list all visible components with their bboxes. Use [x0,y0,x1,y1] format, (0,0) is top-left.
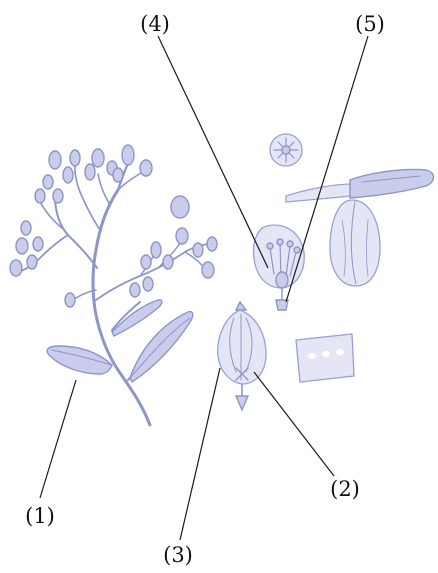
leader-line-1 [40,380,76,498]
callout-label-4: (4) [140,12,170,36]
callout-label-3: (3) [163,543,193,567]
fruit-capsule [218,302,266,410]
leader-line-4 [158,36,268,268]
callout-labels: (1) (2) (3) (4) (5) [25,12,385,567]
leader-line-2 [254,372,334,476]
flowering-branch [10,145,217,425]
seed-sheet [296,334,354,382]
callout-label-2: (2) [330,477,360,501]
callout-label-1: (1) [25,504,55,528]
leader-line-3 [180,368,220,540]
seed-illustration [330,200,380,286]
callout-label-5: (5) [355,12,385,36]
flower-top-view [270,134,302,166]
leader-lines [40,36,368,540]
knife-illustration [286,169,434,202]
